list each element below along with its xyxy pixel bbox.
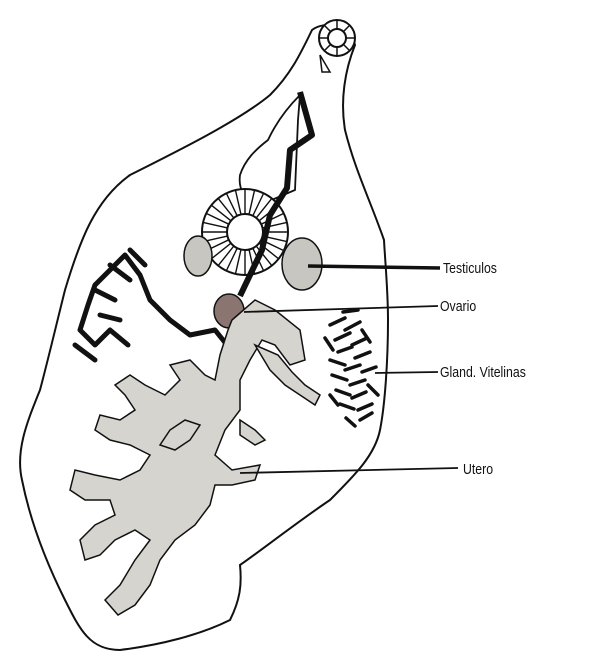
- label-ovario: Ovario: [440, 298, 477, 314]
- body-outline: [20, 25, 388, 650]
- label-testiculos: Testiculos: [443, 260, 497, 276]
- label-utero: Utero: [463, 461, 493, 477]
- label-gland-vitelinas: Gland. Vitelinas: [440, 364, 526, 380]
- left-testis: [184, 236, 212, 276]
- vitelline-follicle: [343, 310, 358, 312]
- vitelinas-leader: [375, 372, 438, 373]
- testiculos-leader: [308, 266, 440, 268]
- right-testis: [282, 238, 322, 290]
